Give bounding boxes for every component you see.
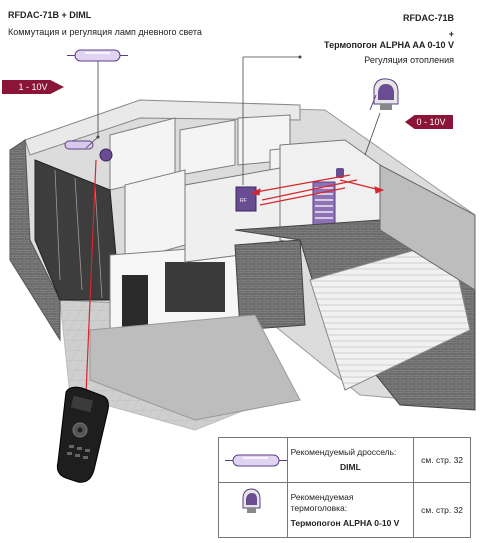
back-wall	[24, 99, 301, 156]
legend-icon-cell	[218, 437, 288, 483]
remote-control	[56, 386, 109, 483]
callout-dot	[96, 135, 100, 139]
right-voltage-flag: 0 - 10V	[405, 115, 453, 129]
svg-text:RF: RF	[240, 198, 247, 204]
legend-row-choke: Рекомендуемый дроссель: DIML см. стр. 32	[218, 437, 471, 483]
ceiling-lamp-device	[64, 140, 113, 162]
legend-choke-label: Рекомендуемый дроссель:	[290, 447, 397, 457]
legend-icon-cell	[218, 482, 288, 538]
legend-thermo-ref: см. стр. 32	[421, 504, 464, 515]
legend-ref-cell: см. стр. 32	[413, 482, 471, 538]
front-door	[122, 275, 148, 330]
legend-thermo-label-1: Рекомендуемая	[290, 491, 354, 502]
window-frames	[54, 169, 103, 299]
left-subtitle: Коммутация и регуляция ламп дневного све…	[8, 27, 202, 37]
legend-text-cell: Рекомендуемый дроссель: DIML	[286, 437, 415, 483]
legend-thermo-label-2: термоголовка:	[290, 502, 348, 513]
legend-table: Рекомендуемый дроссель: DIML см. стр. 32…	[218, 437, 471, 538]
front-steps	[89, 314, 301, 421]
garage-door	[309, 239, 471, 391]
signal-arrow	[250, 188, 261, 196]
left-title: RFDAC-71B + DIML	[8, 10, 92, 20]
right-plus: +	[448, 29, 454, 39]
right-subtitle: Регуляция отопления	[364, 55, 454, 65]
legend-ref-cell: см. стр. 32	[413, 437, 471, 483]
entry-brick-wall	[234, 239, 306, 331]
right-title-2: Термопогон ALPHA AA 0-10 V	[324, 40, 454, 50]
thermo-actuator-small	[336, 168, 344, 178]
legend-text-cell: Рекомендуемая термоголовка: Термопогон A…	[286, 482, 415, 538]
lamp-choke-icon	[67, 49, 128, 62]
left-voltage-flag: 1 - 10V	[2, 80, 64, 94]
legend-choke-model: DIML	[340, 462, 361, 472]
front-window	[165, 262, 225, 312]
callout-dot	[298, 55, 302, 59]
right-wall	[379, 164, 476, 291]
legend-row-thermo: Рекомендуемая термоголовка: Термопогон A…	[218, 482, 471, 538]
right-title-1: RFDAC-71B	[402, 13, 454, 23]
signal-lines	[85, 159, 381, 395]
thermo-head-icon	[369, 78, 399, 111]
signal-arrow	[374, 186, 385, 194]
legend-thermo-model: Термопогон ALPHA 0-10 V	[290, 517, 400, 528]
legend-choke-ref: см. стр. 32	[421, 454, 464, 465]
